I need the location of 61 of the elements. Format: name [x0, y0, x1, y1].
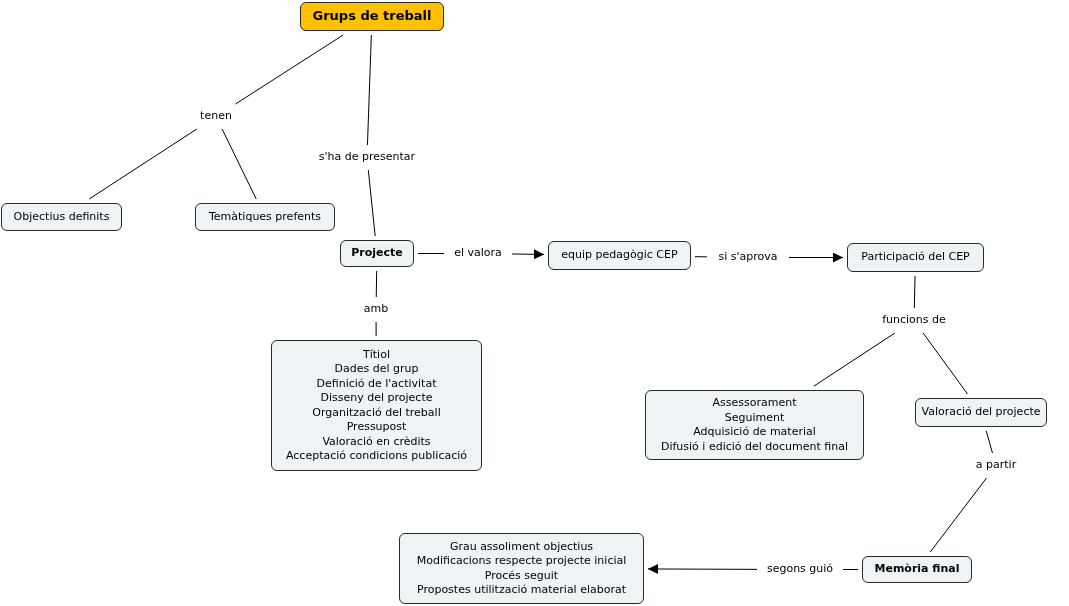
list-item: Organització del treball: [312, 405, 441, 420]
arrow: [788, 252, 844, 263]
arrow: [511, 249, 545, 260]
linking-phrase: si s'aprova: [718, 250, 778, 265]
linking-phrase: amb: [363, 302, 389, 317]
connector-line: [417, 253, 445, 254]
linking-phrase: el valora: [454, 246, 502, 261]
connector-line: [221, 128, 257, 200]
concept-box: [847, 243, 984, 272]
arrow: [647, 564, 758, 574]
concept-label: Grups de treball: [312, 9, 432, 24]
list-item: Pressupost: [346, 420, 407, 435]
concept-box: [645, 390, 864, 460]
concept-label: equip pedagògic CEP: [561, 248, 678, 263]
connector-line: [375, 321, 377, 337]
list-item: Propostes utilització material elaborat: [416, 583, 627, 598]
concept-label: Memòria final: [874, 562, 960, 577]
linking-phrase: funcions de: [882, 313, 946, 328]
concept-box: [862, 556, 972, 583]
list-item: Modificacions respecte projecte inicial: [416, 554, 627, 569]
list-item: Assessorament: [712, 396, 797, 411]
concept-box: [195, 203, 335, 231]
connector-line: [922, 332, 969, 395]
concept-label: Valoració del projecte: [921, 405, 1041, 420]
concept-label: Participació del CEP: [861, 250, 970, 265]
list-item: Títiol: [363, 347, 390, 362]
linking-phrase: s'ha de presentar: [318, 150, 416, 165]
connector-line: [913, 275, 916, 309]
connector-line: [235, 34, 344, 105]
connector-line: [985, 430, 993, 454]
list-item: Procés seguit: [484, 568, 559, 583]
concept-box: [915, 398, 1047, 427]
concept-box: [399, 533, 644, 604]
list-item: Definició de l'activitat: [316, 376, 437, 391]
linking-phrase: segons guió: [766, 562, 834, 577]
concept-box: [1, 203, 122, 231]
connector-line: [929, 477, 987, 553]
connector-line: [694, 256, 708, 258]
concept-box: [271, 340, 482, 471]
connector-line: [366, 34, 372, 146]
concept-label: Projecte: [351, 246, 403, 261]
linking-phrase: a partir: [975, 458, 1017, 473]
list-item: Dades del grup: [334, 362, 419, 377]
connector-line: [813, 332, 896, 387]
connector-line: [375, 270, 378, 298]
connector-line: [88, 128, 198, 200]
linking-phrase: tenen: [200, 109, 232, 124]
concept-label: Objectius definits: [13, 209, 110, 225]
list-item: Adquisició de material: [693, 425, 816, 440]
list-item: Difusió i edició del document final: [660, 439, 849, 454]
connector-line: [842, 569, 859, 570]
list-item: Seguiment: [724, 410, 785, 425]
concept-box: [548, 241, 691, 270]
list-item: Valoració en crèdits: [322, 434, 431, 449]
concept-box: [340, 240, 414, 267]
list-item: Disseny del projecte: [320, 391, 433, 406]
list-item: Acceptació condicions publicació: [285, 449, 468, 464]
list-item: Grau assoliment objectius: [449, 539, 594, 554]
concept-box: [300, 2, 444, 31]
concept-label: Temàtiques prefents: [208, 209, 322, 225]
connector-line: [367, 169, 376, 237]
